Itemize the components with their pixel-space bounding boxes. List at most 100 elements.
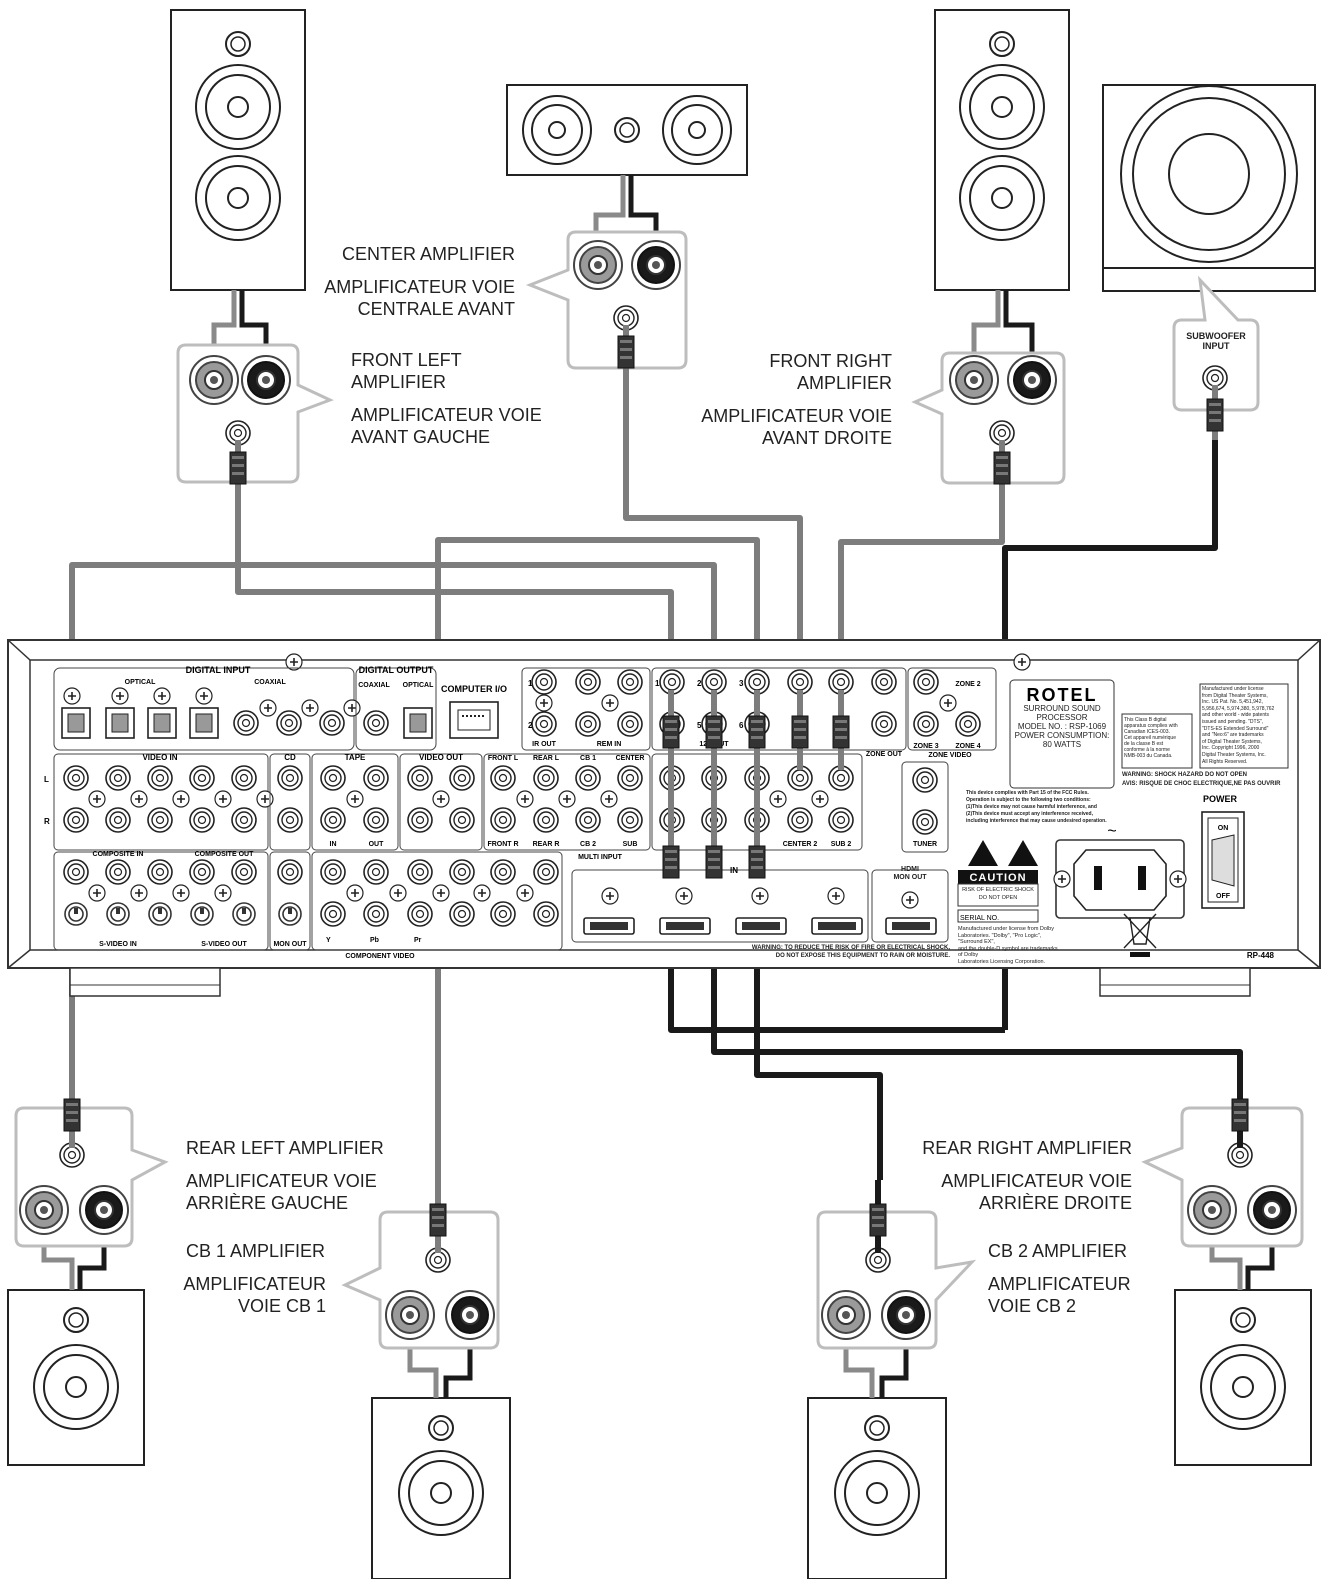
rear-left-amp-label-fr: AMPLIFICATEUR VOIE ARRIÈRE GAUCHE [186, 1171, 377, 1213]
optical-inputs[interactable] [61, 707, 219, 739]
hdmi-mon-out-label: HDMI MON OUT [893, 866, 927, 881]
rear-left-speaker [7, 1289, 145, 1466]
panel-cable-plugs [662, 690, 850, 879]
cb1-speaker [371, 1397, 511, 1579]
digital-output-label: DIGITAL OUTPUT [359, 665, 434, 675]
tape-out-label: OUT [369, 841, 385, 848]
rem-in-label: REM IN [597, 741, 622, 748]
front-left-amp-label-en: FRONT LEFT AMPLIFIER [351, 350, 462, 392]
svg-text:6: 6 [739, 721, 744, 730]
zone-video-label: ZONE VIDEO [928, 752, 972, 759]
dolby-note: Manufactured under license from Dolby La… [958, 926, 1058, 965]
multi-input-label: MULTI INPUT [578, 854, 623, 861]
rear-r-label: REAR R [533, 841, 560, 848]
zone2-label: ZONE 2 [955, 681, 980, 688]
brand-logo: ROTEL [1027, 685, 1098, 705]
center-label: CENTER [616, 755, 645, 762]
cb2-amp-callout [816, 1180, 977, 1350]
power-inlet[interactable] [1055, 839, 1185, 919]
subwoofer-input-label: SUBWOOFER INPUT [1186, 331, 1246, 351]
optical-out-label: OPTICAL [403, 682, 434, 689]
rear-left-amp-label-en: REAR LEFT AMPLIFIER [186, 1138, 384, 1158]
foot-right [1099, 967, 1251, 997]
weee-bin-icon [1123, 913, 1157, 957]
svg-text:5: 5 [697, 721, 702, 730]
caution-label: CAUTION [969, 872, 1026, 884]
power-on-label: ON [1218, 825, 1229, 832]
digital-input-label: DIGITAL INPUT [186, 665, 251, 675]
front-right-amp-callout [911, 351, 1066, 495]
rear-right-amp-label-fr: AMPLIFICATEUR VOIE ARRIÈRE DROITE [941, 1171, 1132, 1213]
center2-label: CENTER 2 [783, 841, 818, 848]
zone3-label: ZONE 3 [913, 743, 938, 750]
video-out-label: VIDEO OUT [419, 753, 463, 762]
tape-label: TAPE [345, 753, 366, 762]
mon-out-label: MON OUT [273, 941, 307, 948]
svideo-in-label: S-VIDEO IN [99, 941, 137, 948]
rear-right-amp-label-en: REAR RIGHT AMPLIFIER [922, 1138, 1132, 1158]
power-switch[interactable] [1201, 811, 1245, 909]
zone4-label: ZONE 4 [955, 743, 980, 750]
hdmi-ports[interactable] [583, 917, 863, 935]
center-amp-label-en: CENTER AMPLIFIER [341, 244, 515, 264]
ir-out-label: IR OUT [532, 741, 556, 748]
cable-center [623, 380, 803, 700]
video-in-label: VIDEO IN [142, 753, 177, 762]
power-off-label: OFF [1216, 893, 1231, 900]
cb1-amp-label-en: CB 1 AMPLIFIER [186, 1241, 326, 1261]
subwoofer-input-callout [1172, 275, 1260, 440]
pb-label: Pb [370, 937, 379, 944]
cb1-amp-label-fr: AMPLIFICATEUR VOIE CB 1 [183, 1274, 326, 1316]
component-video-label: COMPONENT VIDEO [345, 953, 415, 960]
coaxial-label: COAXIAL [254, 679, 286, 686]
product-info: SURROUND SOUND PROCESSOR MODEL NO. : RSP… [1014, 704, 1110, 749]
dts-note: Manufactured under license from Digital … [1202, 686, 1275, 765]
hazard-triangle-icon-2 [1008, 840, 1038, 866]
svg-text:2: 2 [697, 679, 702, 688]
power-label: POWER [1203, 794, 1238, 804]
composite-in-label: COMPOSITE IN [93, 851, 144, 858]
zone-out-label: ZONE OUT [866, 751, 903, 758]
subwoofer [1102, 84, 1316, 292]
cb2-speaker [807, 1397, 947, 1579]
sub2-label: SUB 2 [831, 841, 852, 848]
caution-sub: RISK OF ELECTRIC SHOCK DO NOT OPEN [962, 887, 1034, 901]
processor-rear-panel: DIGITAL INPUT OPTICAL COAXIAL DIGITAL OU… [7, 639, 1321, 997]
computer-io-label: COMPUTER I/O [441, 684, 507, 694]
coaxial-out-label: COAXIAL [358, 682, 390, 689]
front-right-amp-label-fr: AMPLIFICATEUR VOIE AVANT DROITE [701, 406, 892, 448]
svideo-out-label: S-VIDEO OUT [201, 941, 247, 948]
cb2-amp-label-fr: AMPLIFICATEUR VOIE CB 2 [988, 1274, 1131, 1316]
svg-text:3: 3 [739, 679, 744, 688]
svg-text:R: R [44, 817, 50, 826]
rear-l-label: REAR L [533, 755, 560, 762]
svg-text:1: 1 [655, 679, 660, 688]
front-r-label: FRONT R [487, 841, 518, 848]
pr-label: Pr [414, 937, 422, 944]
tuner-label: TUNER [913, 841, 937, 848]
avis-warning: AVIS: RISQUE DE CHOC ELECTRIQUE,NE PAS O… [1122, 781, 1281, 787]
tilde-mark: ~ [1107, 823, 1116, 840]
tape-in-label: IN [330, 841, 337, 848]
svg-text:2: 2 [528, 721, 533, 730]
canada-note: This Class B digital apparatus complies … [1124, 717, 1178, 759]
svg-text:L: L [44, 775, 49, 784]
cb1-label: CB 1 [580, 755, 596, 762]
front-left-speaker [170, 9, 306, 291]
hazard-triangle-icon [968, 840, 998, 866]
warning-shock: WARNING: SHOCK HAZARD DO NOT OPEN [1122, 772, 1247, 778]
front-left-amp-label-fr: AMPLIFICATEUR VOIE AVANT GAUCHE [351, 405, 542, 447]
front-left-amp-callout [176, 343, 334, 515]
svg-text:1: 1 [528, 679, 533, 688]
front-right-amp-label-en: FRONT RIGHT AMPLIFIER [769, 351, 892, 393]
rear-right-amp-callout [1141, 1075, 1304, 1248]
cd-label: CD [284, 753, 296, 762]
serial-label: SERIAL NO. [960, 915, 999, 922]
center-speaker [506, 84, 748, 176]
fire-warning: WARNING: TO REDUCE THE RISK OF FIRE OR E… [751, 945, 950, 959]
fcc-note: This device complies with Part 15 of the… [966, 790, 1107, 824]
rear-right-speaker [1174, 1289, 1312, 1466]
front-l-label: FRONT L [488, 755, 519, 762]
foot-left [69, 967, 221, 997]
